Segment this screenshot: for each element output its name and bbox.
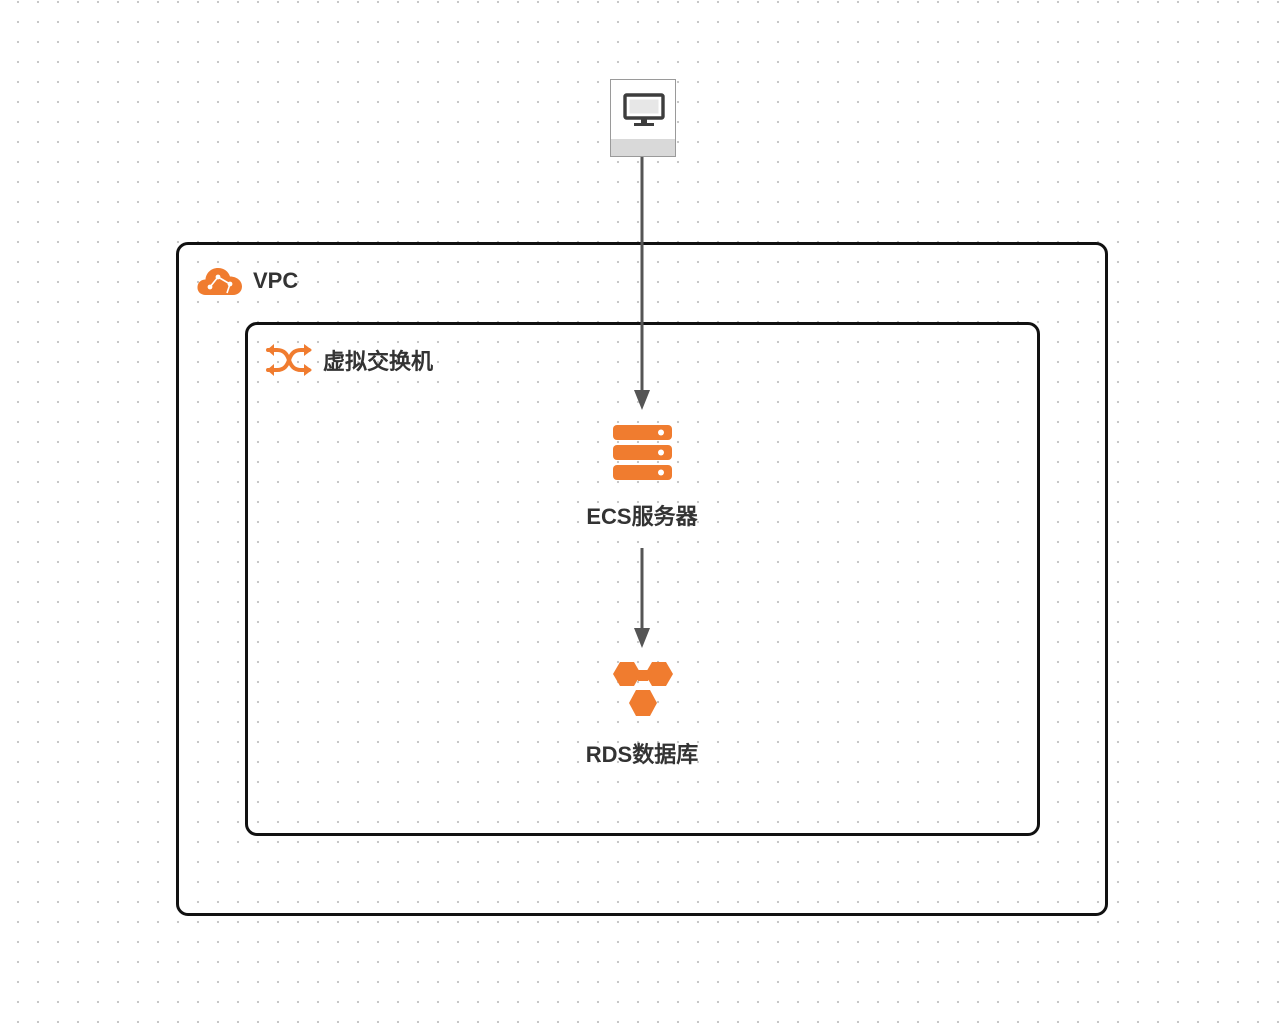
edge-client-to-ecs[interactable] xyxy=(634,157,650,410)
edge-ecs-to-rds[interactable] xyxy=(634,548,650,648)
ecs-node-label: ECS服务器 xyxy=(586,504,698,529)
vpc-group-label: VPC xyxy=(253,268,299,293)
client-node-footer xyxy=(611,139,675,156)
shuffle-icon xyxy=(266,344,312,376)
rds-node-label: RDS数据库 xyxy=(585,742,699,767)
monitor-icon xyxy=(623,93,665,126)
vswitch-group-header: 虚拟交换机 xyxy=(265,342,433,378)
cloud-icon xyxy=(197,268,242,295)
database-icon[interactable] xyxy=(611,661,675,719)
vswitch-group-label: 虚拟交换机 xyxy=(323,349,434,374)
server-icon[interactable] xyxy=(612,424,674,482)
vpc-group-header: VPC xyxy=(197,265,298,297)
client-terminal-node[interactable] xyxy=(610,79,676,157)
